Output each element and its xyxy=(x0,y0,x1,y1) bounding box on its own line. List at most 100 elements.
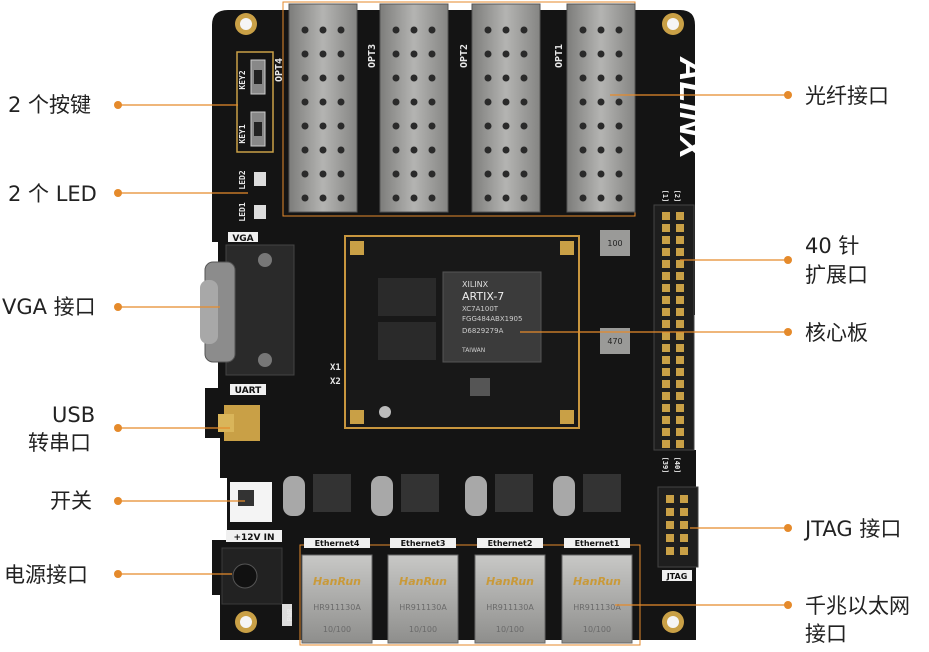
sfp-vent-hole xyxy=(502,98,510,106)
mounting-holes xyxy=(235,13,684,633)
rj45-body xyxy=(474,554,546,644)
label-usb-line2: 转串口 xyxy=(28,431,91,455)
sfp-vent-hole xyxy=(428,50,436,58)
leds-area: LED2 LED1 xyxy=(238,170,266,222)
sfp-label-opt3: OPT3 xyxy=(367,44,378,68)
sfp-vent-hole xyxy=(392,170,400,178)
sfp-cage-opt3 xyxy=(379,3,449,213)
sfp-vent-hole xyxy=(579,170,587,178)
rj45-speed: 10/100 xyxy=(496,625,524,634)
sfp-vent-hole xyxy=(502,194,510,202)
header-40pin: [1] [2] [39] [40] xyxy=(653,190,695,474)
sfp-vent-hole xyxy=(520,146,528,154)
annotation-lines xyxy=(118,94,788,606)
sfp-vent-hole xyxy=(520,50,528,58)
sfp-vent-hole xyxy=(484,146,492,154)
sfp-vent-hole xyxy=(392,50,400,58)
sfp-vent-hole xyxy=(337,50,345,58)
jtag-header: JTAG xyxy=(657,486,699,581)
pwr-led-label: PWR xyxy=(286,608,294,621)
fpga-country: TAIWAN xyxy=(461,347,485,354)
sfp-vent-hole xyxy=(301,74,309,82)
header-pin xyxy=(676,296,684,304)
led1-label: LED1 xyxy=(238,202,247,221)
ethernet-silk-bg xyxy=(564,538,630,548)
sfp-vent-hole xyxy=(337,170,345,178)
sfp-vent-hole xyxy=(319,194,327,202)
sfp-vent-hole xyxy=(337,26,345,34)
header-pin xyxy=(676,368,684,376)
header-pin xyxy=(662,416,670,424)
header-pin xyxy=(676,428,684,436)
ethernet-silk-bg xyxy=(477,538,543,548)
rj45-body xyxy=(301,554,373,644)
jtag-pin xyxy=(680,521,688,529)
label-header-line2: 扩展口 xyxy=(805,263,868,287)
uart-silk-label: UART xyxy=(235,386,263,396)
fpga-brand: XILINX xyxy=(462,280,489,289)
sfp-vent-hole xyxy=(410,146,418,154)
sfp-vent-hole xyxy=(615,170,623,178)
sfp-vent-hole xyxy=(428,98,436,106)
fpga-package: FGG484ABX1905 xyxy=(462,315,522,323)
rj45-speed: 10/100 xyxy=(323,625,351,634)
label-keys: 2 个按键 xyxy=(8,93,92,117)
header-pin xyxy=(662,272,670,280)
sfp-cage-opt1 xyxy=(566,3,636,213)
header-pin xyxy=(676,224,684,232)
header-pin xyxy=(662,248,670,256)
sfp-vent-hole xyxy=(319,122,327,130)
sfp-vent-hole xyxy=(597,194,605,202)
sfp-vent-hole xyxy=(520,194,528,202)
sfp-vent-hole xyxy=(392,194,400,202)
label-core: 核心板 xyxy=(805,321,868,345)
power-jack: +12V IN PWR xyxy=(221,530,294,626)
rj45-brand: HanRun xyxy=(486,575,534,588)
sfp-vent-hole xyxy=(301,146,309,154)
header-pin xyxy=(676,272,684,280)
keys-area: KEY2 KEY1 xyxy=(236,51,274,153)
sfp-vent-hole xyxy=(597,170,605,178)
sfp-vent-hole xyxy=(428,122,436,130)
rj45-speed: 10/100 xyxy=(583,625,611,634)
rj45-part: HR911130A xyxy=(486,603,534,612)
header-pin xyxy=(676,356,684,364)
sfp-vent-hole xyxy=(484,170,492,178)
power-in-silk-label: +12V IN xyxy=(233,533,274,543)
sfp-vent-hole xyxy=(597,122,605,130)
header-pin xyxy=(662,224,670,232)
label-leds: 2 个 LED xyxy=(8,182,97,206)
vga-connector: VGA xyxy=(200,232,295,376)
sfp-vent-hole xyxy=(484,194,492,202)
header-pin xyxy=(676,392,684,400)
sfp-label-opt1: OPT1 xyxy=(554,44,565,68)
header-pin xyxy=(662,404,670,412)
header-pin xyxy=(662,440,670,448)
header-pin xyxy=(676,416,684,424)
ethernet-port-label: Ethernet4 xyxy=(315,539,360,548)
vga-silk-label: VGA xyxy=(232,234,253,244)
header-bottom-label-2: [40] xyxy=(673,457,681,474)
inductor-label-2: 470 xyxy=(607,337,622,346)
sfp-vent-hole xyxy=(484,122,492,130)
sfp-vent-hole xyxy=(410,98,418,106)
sfp-cage-opt2 xyxy=(471,3,541,213)
sfp-vent-hole xyxy=(484,50,492,58)
sfp-vent-hole xyxy=(484,26,492,34)
sfp-vent-hole xyxy=(337,194,345,202)
jtag-pin xyxy=(680,508,688,516)
jtag-silk-label: JTAG xyxy=(666,572,688,581)
key2-label: KEY2 xyxy=(238,70,247,89)
sfp-vent-hole xyxy=(615,74,623,82)
sfp-vent-hole xyxy=(502,146,510,154)
sfp-label-opt4: OPT4 xyxy=(274,58,285,82)
sfp-vent-hole xyxy=(392,26,400,34)
sfp-vent-hole xyxy=(615,26,623,34)
fpga-code: D6829279A xyxy=(462,327,504,335)
sfp-vent-hole xyxy=(392,98,400,106)
annotation-dots xyxy=(114,91,792,609)
sfp-vent-hole xyxy=(319,50,327,58)
header-pin xyxy=(676,212,684,220)
